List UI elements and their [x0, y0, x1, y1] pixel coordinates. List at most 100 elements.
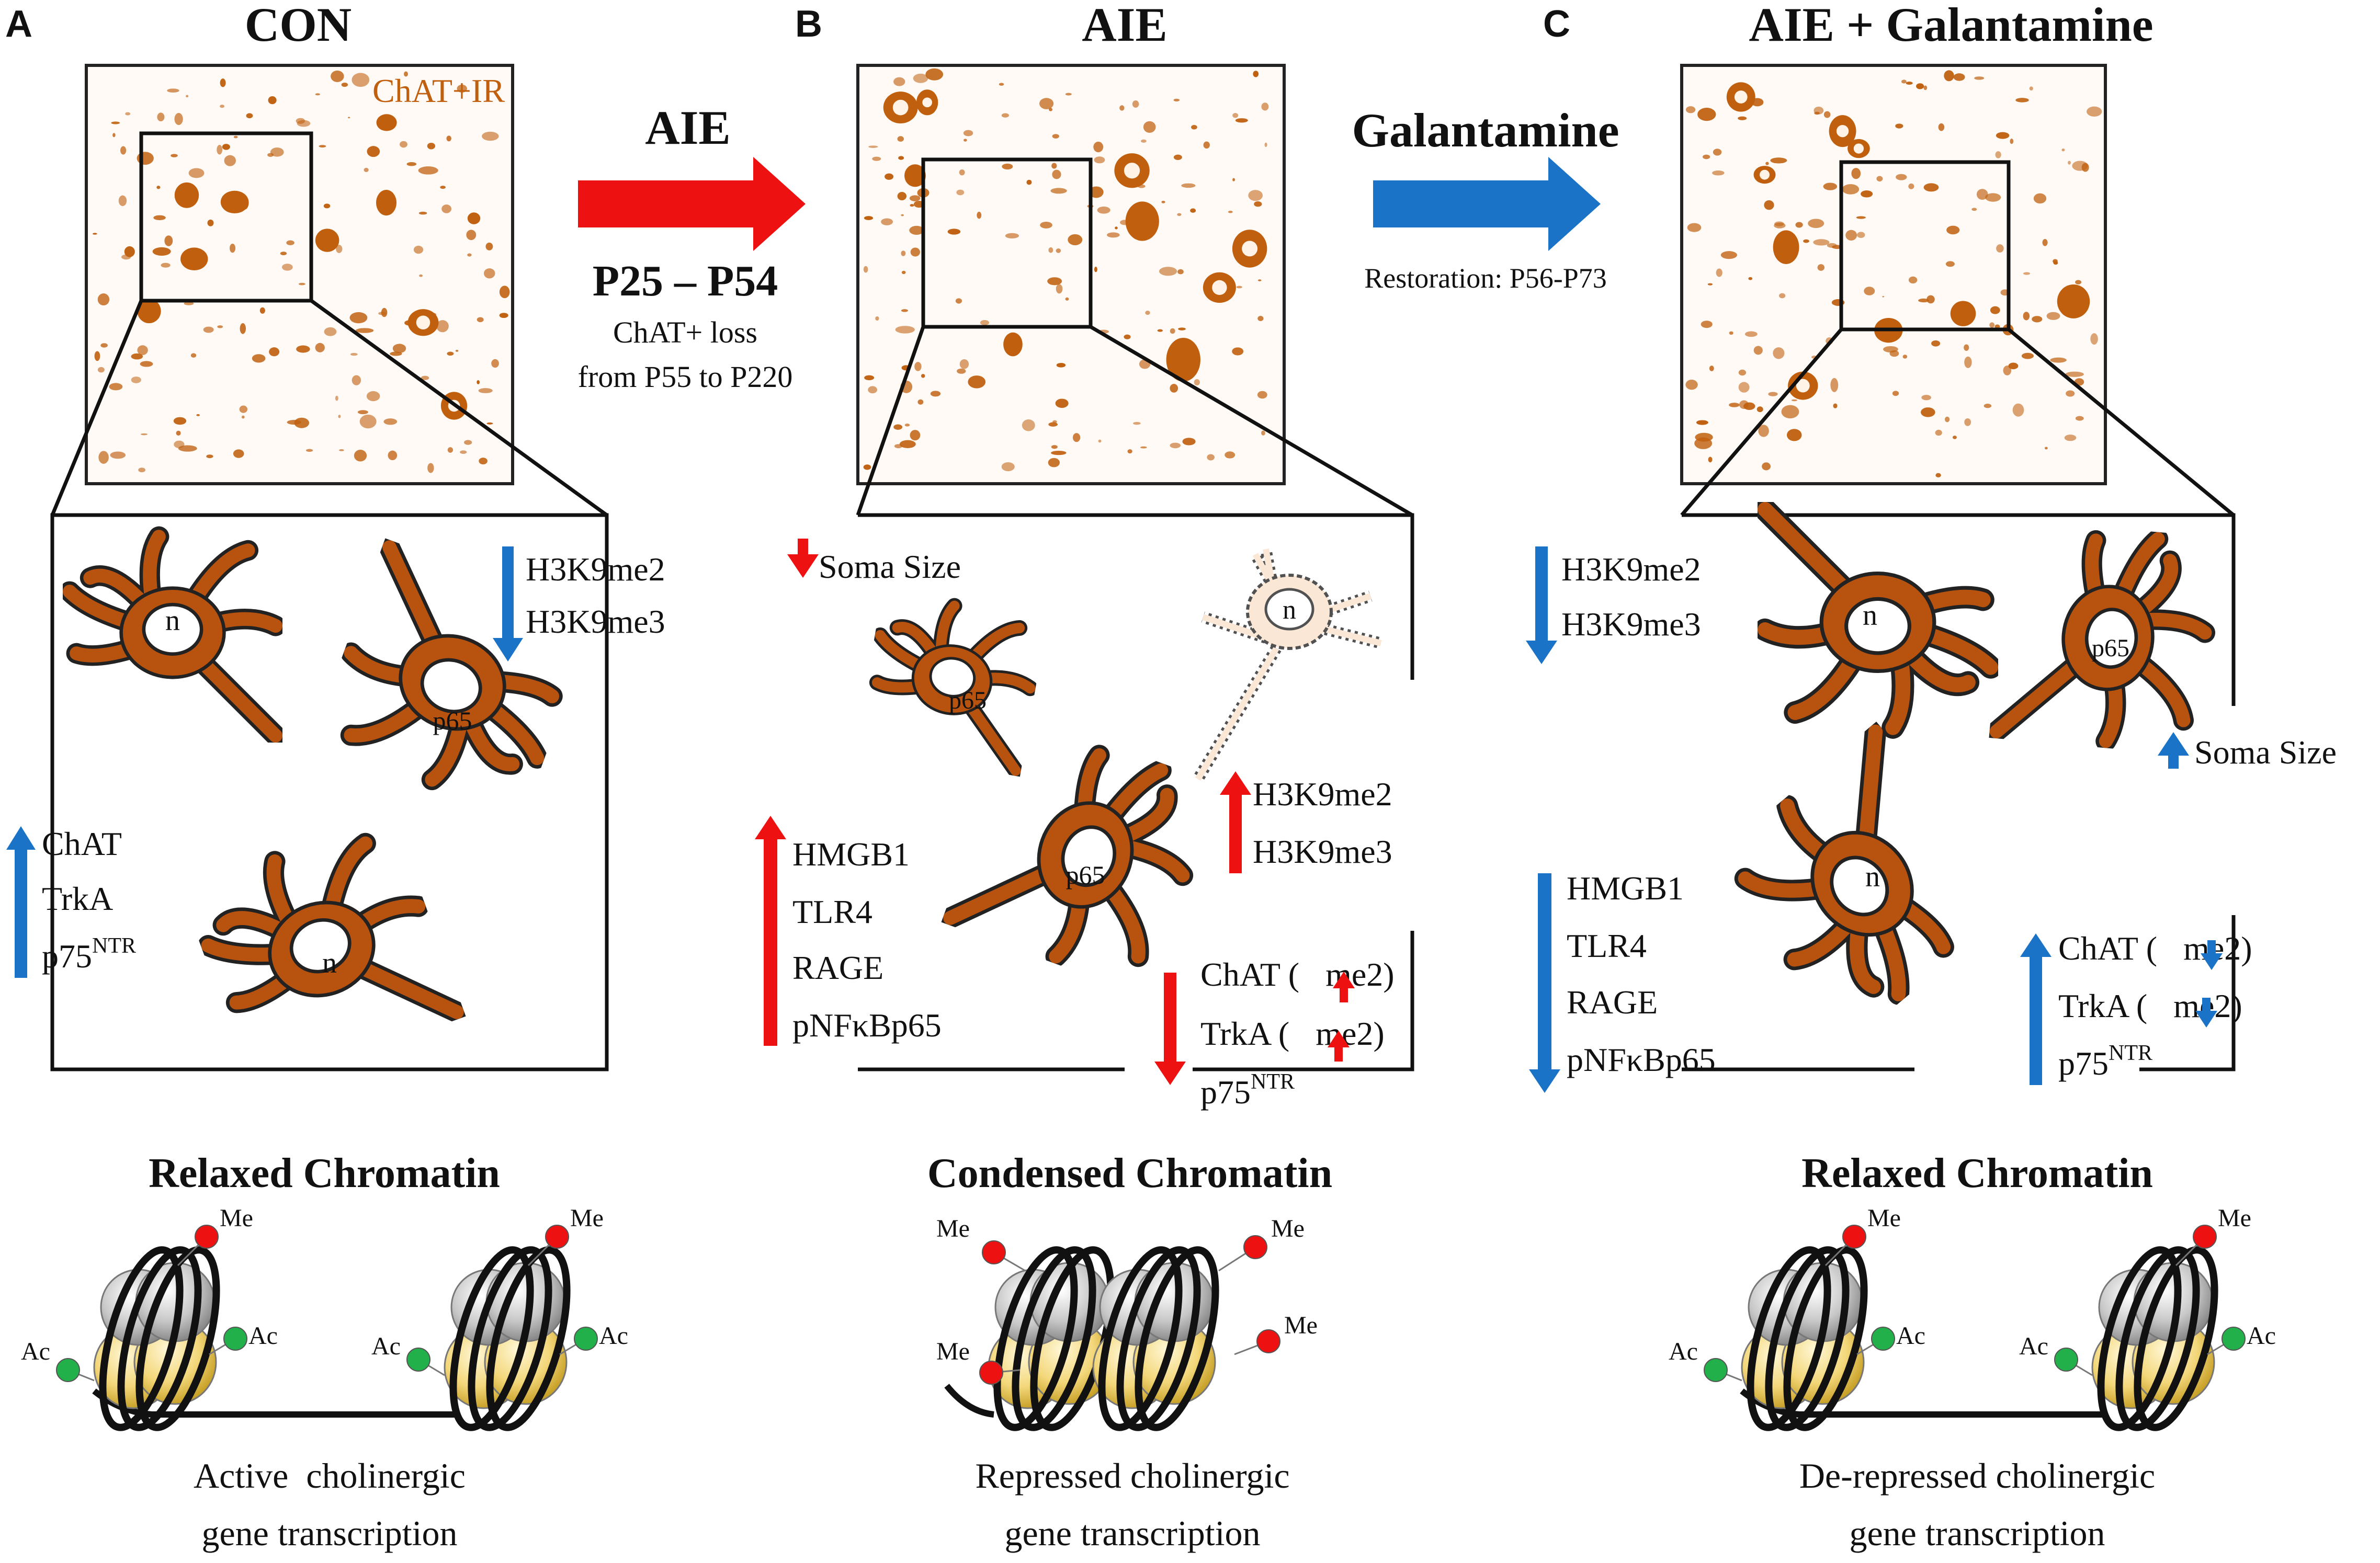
stain-speck [1889, 350, 1899, 357]
stain-speck [499, 313, 508, 318]
stain-speck [1190, 208, 1196, 213]
stain-speck [2023, 272, 2031, 275]
stain-speck [1065, 297, 1069, 301]
stain-speck [164, 235, 173, 246]
galantamine-arrow [1373, 157, 1601, 251]
stain-speck [1051, 163, 1057, 169]
stain-speck [1995, 151, 2001, 158]
stain-speck [1056, 284, 1063, 294]
acetyl-label: Ac [1669, 1338, 1698, 1365]
stain-speck [118, 195, 127, 207]
dna-wrap [2134, 1246, 2218, 1431]
acetyl-label: Ac [2247, 1322, 2276, 1350]
stain-speck [152, 247, 171, 256]
stain-speck [2068, 161, 2071, 165]
stain-speck [964, 139, 967, 142]
stain-speck [1814, 111, 1820, 115]
me2-decrease-icon [2195, 1011, 2217, 1028]
stain-speck [217, 144, 223, 155]
stain-speck [98, 451, 109, 464]
stain-speck [1945, 261, 1955, 267]
stain-speck [1261, 430, 1265, 436]
stain-speck [1713, 149, 1722, 156]
decrease-arrow-head [493, 638, 523, 661]
stain-speck [1851, 168, 1861, 179]
stain-speck [479, 458, 488, 465]
stain-speck [1049, 108, 1053, 111]
stain-speck [980, 320, 990, 325]
stain-speck [1996, 132, 2010, 139]
stain-speck [1989, 322, 1995, 328]
stain-speck [1770, 157, 1787, 164]
stain-speck [1002, 163, 1013, 170]
linker-dna [944, 1384, 994, 1418]
stain-speck [1264, 142, 1267, 147]
stain-speck [1170, 328, 1175, 334]
stained-cell-nucleus [892, 99, 909, 116]
nucleus-label: n [1865, 861, 1880, 893]
stain-speck [467, 212, 481, 224]
stain-speck [868, 386, 878, 394]
stain-speck [1050, 188, 1067, 194]
stain-speck [1068, 234, 1083, 246]
stained-cell [2057, 284, 2090, 318]
stain-speck [864, 216, 874, 220]
stain-speck [138, 467, 145, 473]
stain-speck [93, 233, 97, 235]
micrograph-aie [856, 64, 1286, 485]
mark-p75: p75NTR [42, 934, 136, 975]
increase-arrow-head [2020, 933, 2052, 957]
stain-speck [478, 388, 493, 393]
stain-speck [466, 230, 477, 241]
methyl-label: Me [936, 1215, 970, 1242]
stain-speck [464, 440, 472, 445]
stain-speck [378, 312, 386, 315]
stain-speck [917, 399, 924, 405]
stain-speck [1140, 446, 1147, 449]
stain-speck [1971, 208, 1977, 211]
stain-speck [1813, 239, 1830, 246]
stain-speck [319, 145, 326, 148]
stain-speck [242, 415, 245, 419]
stain-speck [1170, 442, 1181, 449]
stain-speck [315, 343, 325, 352]
stain-speck [1143, 121, 1156, 133]
stain-speck [1182, 438, 1196, 446]
stain-speck [174, 440, 185, 449]
mark-pnfkbp65: pNFκBp65 [792, 1007, 942, 1044]
stain-speck [1159, 267, 1177, 276]
stain-speck [1093, 141, 1104, 153]
stain-speck [161, 263, 171, 268]
stain-speck [1923, 183, 1939, 192]
stain-speck [367, 146, 380, 157]
stain-speck [287, 420, 301, 425]
transcription-c-line1: De-repressed cholinergic [1799, 1456, 2155, 1496]
stained-cell-nucleus [1836, 125, 1849, 138]
stain-speck [2087, 106, 2102, 117]
stain-speck [1953, 73, 1965, 81]
mark-rage: RAGE [1567, 984, 1658, 1021]
nucleus-label: p65 [1066, 860, 1105, 889]
panel-title-con: CON [245, 0, 352, 51]
dying-neuron [1193, 548, 1382, 782]
stain-speck [171, 154, 178, 157]
stain-speck [1709, 366, 1714, 371]
stain-speck [392, 344, 406, 353]
stain-speck [910, 430, 921, 441]
stain-speck [486, 422, 493, 425]
stain-speck [176, 430, 181, 436]
stain-speck [296, 118, 305, 124]
nucleus-label: n [322, 947, 337, 979]
stain-speck [1232, 178, 1235, 181]
mark-h3k9me3: H3K9me3 [1561, 606, 1701, 643]
panel-c-header: C AIE + Galantamine [1543, 0, 2154, 51]
neuron-box-aie: Soma Size p65 n p65 HMGB1 TLR4 RAGE pNFκ… [755, 513, 1427, 1111]
stain-speck [1191, 125, 1197, 130]
chat-stain-galantamine [1685, 70, 2102, 477]
dna-wrap [449, 1246, 534, 1431]
stain-speck [1685, 380, 1698, 390]
stain-speck [1119, 105, 1125, 111]
stain-speck [864, 375, 875, 381]
stain-speck [233, 135, 238, 139]
stain-speck [404, 71, 409, 77]
